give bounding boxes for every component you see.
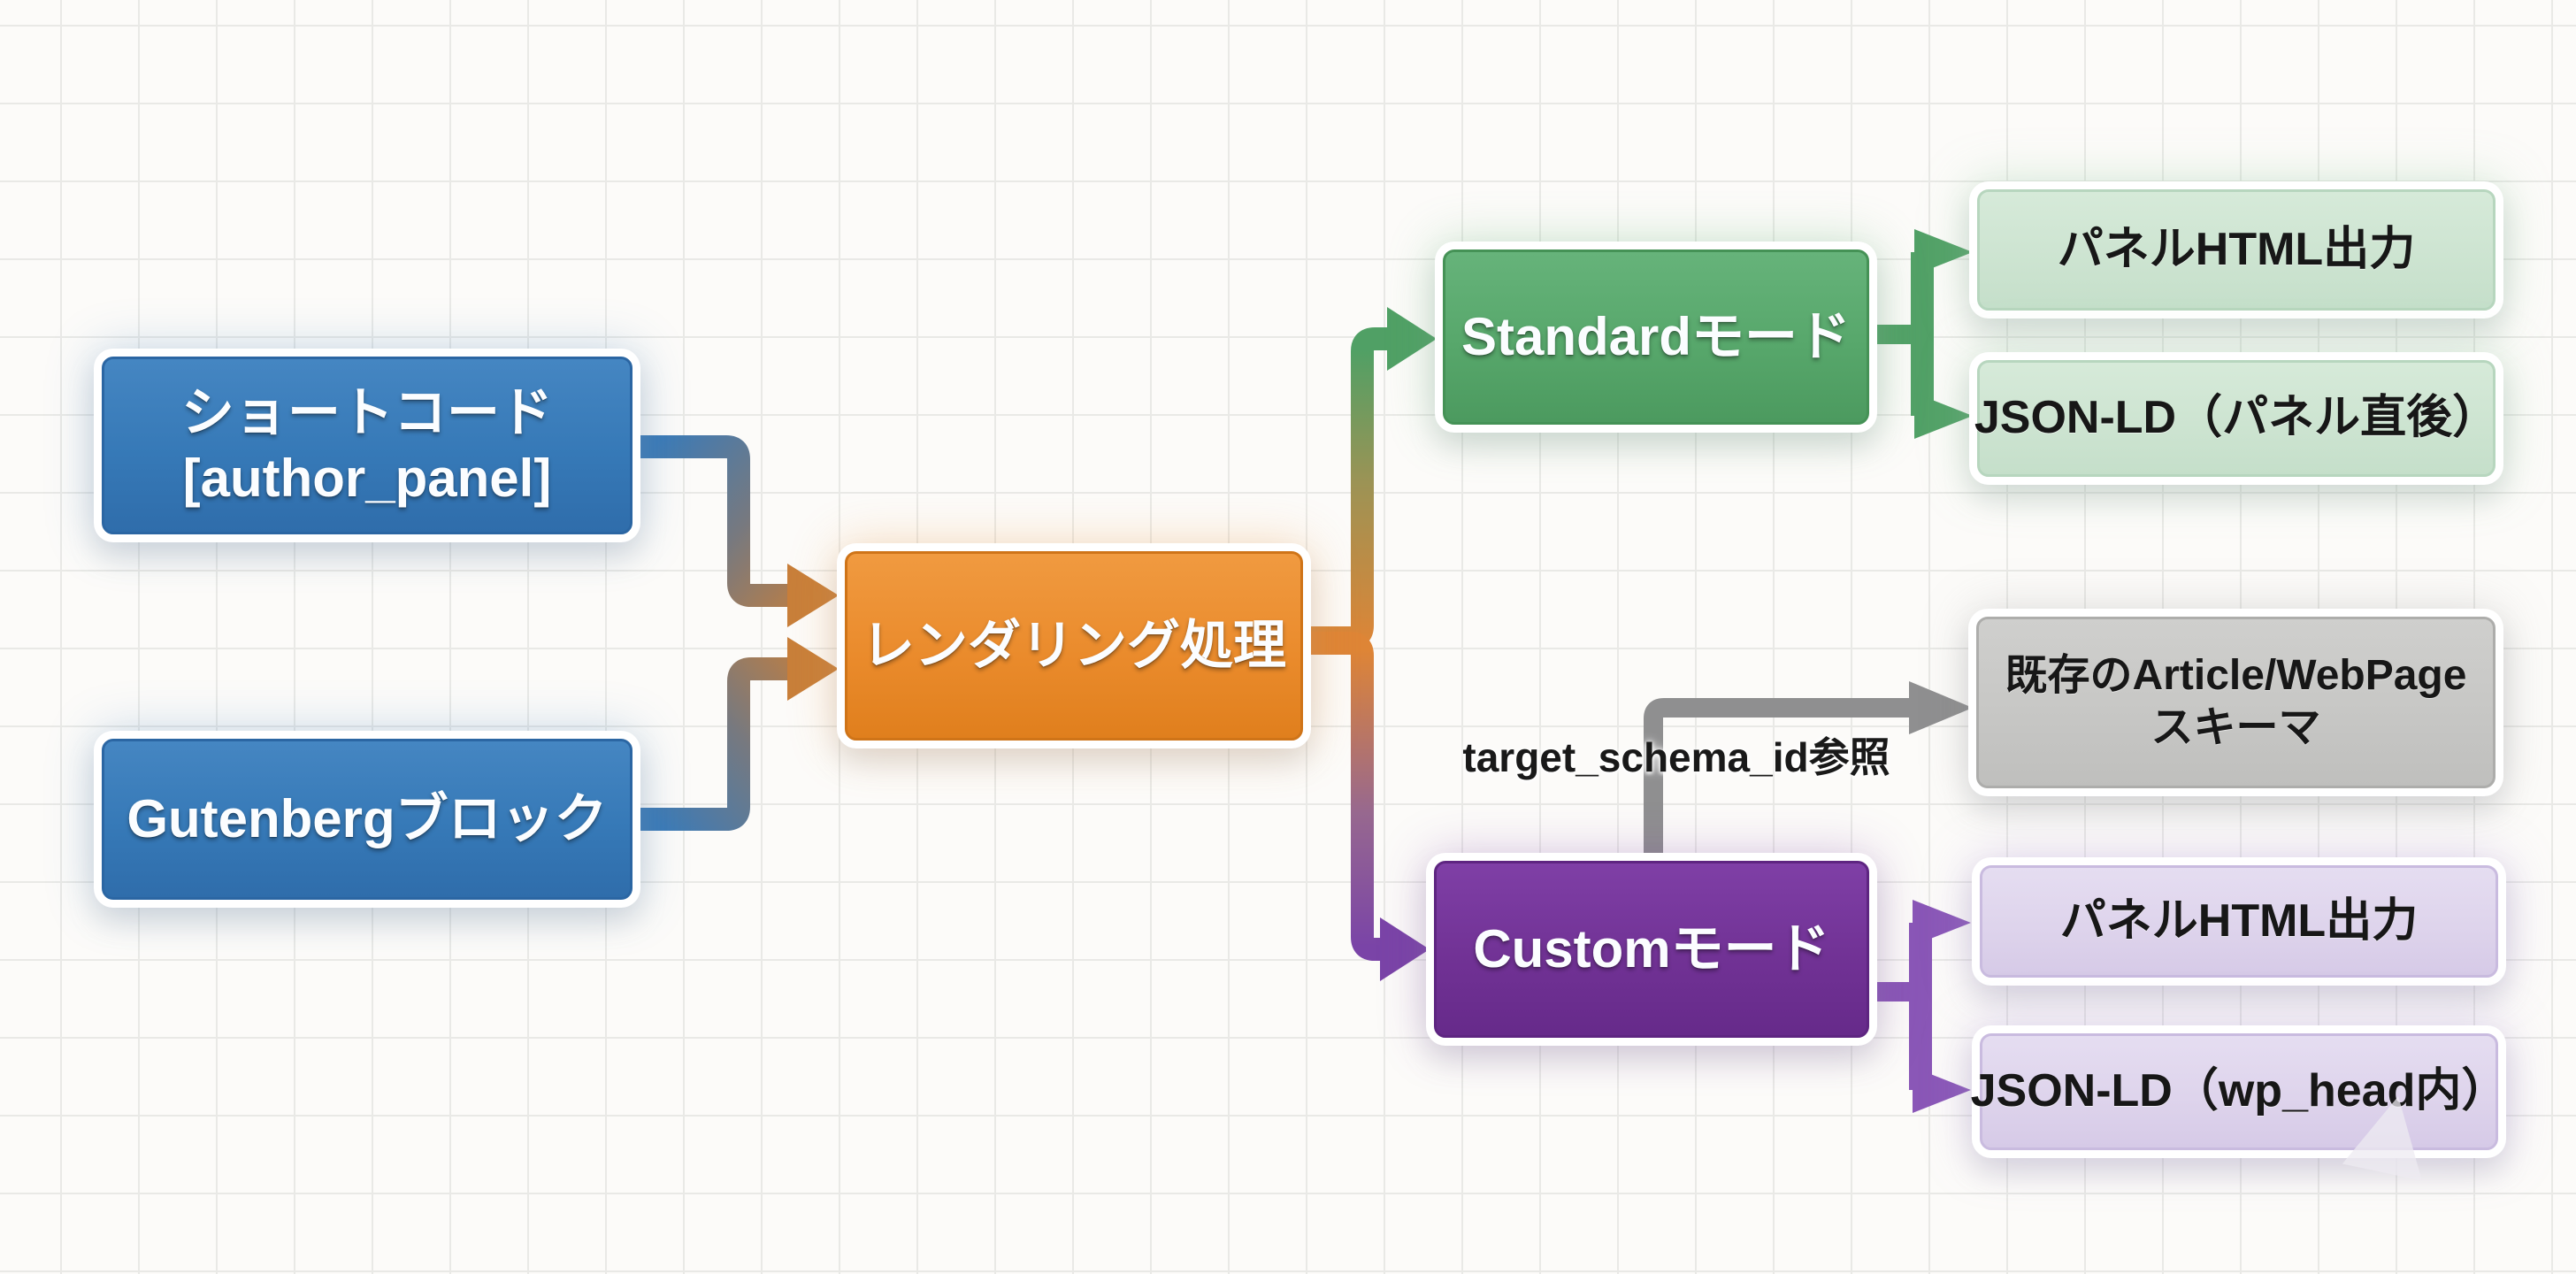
node-standard-mode-label: Standardモード — [1460, 307, 1852, 367]
node-standard-jsonld-body: JSON-LD（パネル直後） — [1974, 360, 2499, 477]
node-custom-jsonld-body: JSON-LD（wp_head内） — [1971, 1033, 2507, 1150]
arrowhead-custom-to-jsonld — [1913, 1067, 1971, 1113]
node-existing-schema-line1: 既存のArticle/WebPage — [2005, 652, 2467, 700]
node-shortcode: ショートコード [author_panel] — [94, 349, 640, 542]
node-custom-jsonld: JSON-LD（wp_head内） — [1971, 1025, 2507, 1158]
node-rendering-label: レンダリング処理 — [862, 616, 1286, 676]
node-standard-mode: Standardモード — [1435, 242, 1877, 433]
node-standard-panel-html-label: パネルHTML出力 — [2057, 223, 2416, 275]
node-shortcode-title: ショートコード — [181, 383, 553, 443]
arrowhead-custom-to-existing-schema — [1909, 681, 1973, 734]
arrowhead-shortcode-to-rendering — [787, 564, 839, 627]
node-standard-mode-body: Standardモード — [1443, 249, 1869, 425]
watermark-triangle — [2342, 1087, 2439, 1181]
node-shortcode-body: ショートコード [author_panel] — [102, 357, 632, 534]
edge-custom-to-existing-schema — [1644, 698, 1913, 856]
arrowhead-rendering-to-custom — [1380, 917, 1430, 981]
node-custom-panel-html: パネルHTML出力 — [1972, 857, 2506, 986]
node-standard-panel-html: パネルHTML出力 — [1969, 181, 2503, 318]
node-custom-panel-html-body: パネルHTML出力 — [1980, 865, 2498, 978]
node-rendering-body: レンダリング処理 — [845, 551, 1303, 741]
node-standard-jsonld: JSON-LD（パネル直後） — [1969, 352, 2503, 485]
edge-label-target-schema-ref: target_schema_id参照 — [1462, 734, 1890, 780]
node-shortcode-subtitle: [author_panel] — [182, 448, 552, 508]
node-gutenberg: Gutenbergブロック — [94, 731, 640, 908]
arrowhead-standard-to-panel-html — [1914, 229, 1973, 275]
node-custom-panel-html-label: パネルHTML出力 — [2059, 894, 2419, 947]
node-standard-jsonld-label: JSON-LD（パネル直後） — [1974, 392, 2499, 444]
edge-rendering-to-custom — [1308, 632, 1382, 961]
node-existing-schema-body: 既存のArticle/WebPage スキーマ — [1976, 617, 2496, 788]
edge-gutenberg-to-rendering — [635, 657, 789, 831]
node-existing-schema-line2: スキーマ — [2150, 704, 2321, 751]
arrowhead-rendering-to-standard — [1387, 307, 1437, 371]
node-gutenberg-label: Gutenbergブロック — [126, 789, 608, 849]
edge-shortcode-to-rendering — [635, 435, 789, 607]
node-standard-panel-html-body: パネルHTML出力 — [1977, 189, 2496, 311]
node-custom-mode: Customモード — [1426, 853, 1877, 1046]
node-custom-jsonld-label: JSON-LD（wp_head内） — [1970, 1065, 2508, 1117]
arrowhead-gutenberg-to-rendering — [787, 637, 839, 701]
arrowhead-custom-to-panel-html — [1913, 900, 1971, 946]
node-custom-mode-label: Customモード — [1473, 919, 1830, 979]
node-custom-mode-body: Customモード — [1434, 861, 1869, 1038]
node-gutenberg-body: Gutenbergブロック — [102, 739, 632, 900]
arrowhead-standard-to-jsonld — [1914, 393, 1973, 439]
node-existing-schema: 既存のArticle/WebPage スキーマ — [1968, 609, 2503, 796]
node-rendering: レンダリング処理 — [837, 543, 1311, 748]
edge-rendering-to-standard — [1308, 327, 1389, 649]
